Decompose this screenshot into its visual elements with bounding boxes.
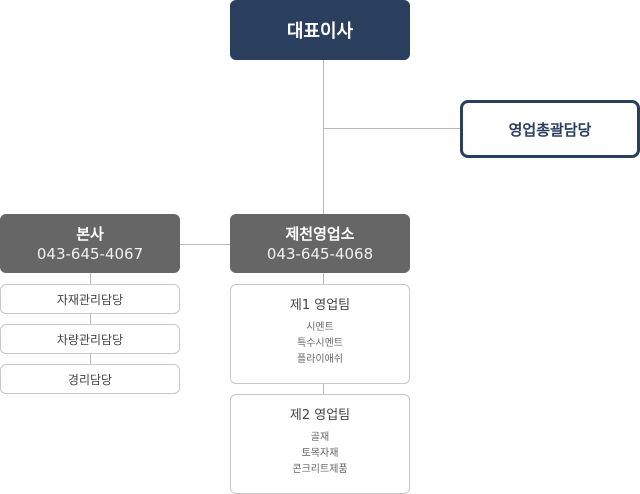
connector-sales-head [323, 128, 460, 129]
department-materials: 자재관리담당 [0, 284, 180, 314]
headquarters-phone: 043-645-4067 [36, 244, 144, 263]
jecheon-office-box: 제천영업소 043-645-4068 [230, 214, 410, 273]
team-product: 토목자재 [301, 448, 339, 459]
ceo-box: 대표이사 [230, 0, 410, 60]
department-label: 자재관리담당 [56, 292, 124, 307]
team-title: 제1 영업팀 [289, 298, 351, 313]
connector-ceo-trunk [323, 60, 324, 214]
jecheon-office-title: 제천영업소 [285, 224, 355, 243]
ceo-label: 대표이사 [286, 21, 354, 42]
department-label: 차량관리담당 [56, 332, 124, 347]
sales-head-label: 영업총괄담당 [508, 120, 592, 139]
connector-hq-jecheon [180, 244, 230, 245]
team-product: 골재 [310, 432, 330, 443]
sales-team-2: 제2 영업팀 골재 토목자재 콘크리트제품 [230, 394, 410, 494]
team-product: 시멘트 [306, 322, 334, 333]
headquarters-box: 본사 043-645-4067 [0, 214, 180, 273]
department-vehicles: 차량관리담당 [0, 324, 180, 354]
jecheon-office-phone: 043-645-4068 [266, 244, 374, 263]
team-title: 제2 영업팀 [289, 408, 351, 423]
headquarters-title: 본사 [76, 224, 104, 243]
team-product: 특수시멘트 [297, 338, 343, 349]
sales-team-1: 제1 영업팀 시멘트 특수시멘트 플라이애쉬 [230, 284, 410, 384]
sales-head-box: 영업총괄담당 [460, 100, 640, 158]
department-accounting: 경리담당 [0, 364, 180, 394]
connector-hq-depts [90, 273, 91, 369]
team-product: 플라이애쉬 [297, 354, 343, 365]
team-product: 콘크리트제품 [292, 464, 348, 475]
department-label: 경리담당 [67, 372, 113, 387]
